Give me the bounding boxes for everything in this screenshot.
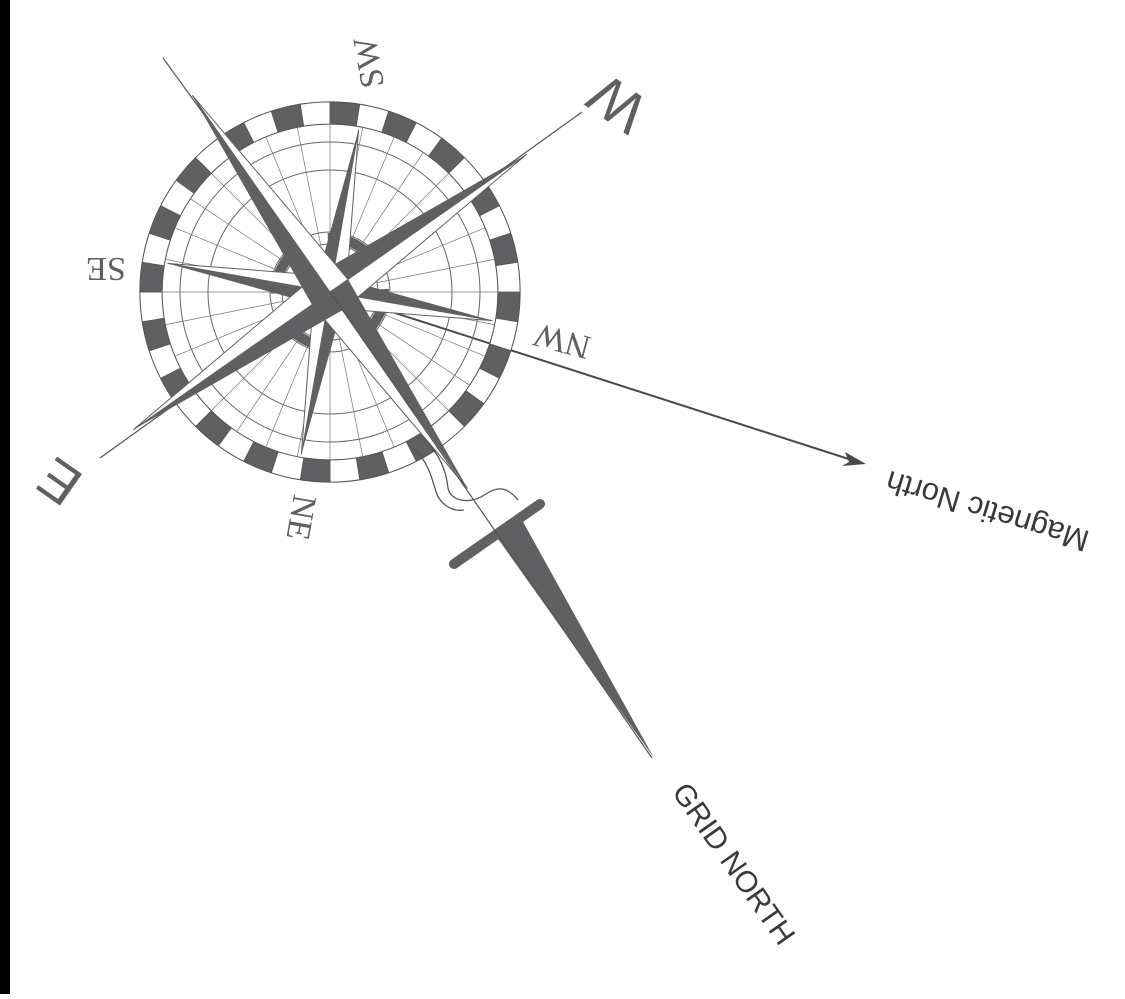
bezel-segment	[300, 458, 330, 482]
label-northeast-group: NE	[279, 492, 323, 543]
magnetic-north-line	[330, 292, 858, 462]
bezel-segment	[330, 102, 360, 126]
label-northwest-group: NW	[529, 315, 594, 366]
bezel-segment	[140, 262, 164, 292]
label-magnetic-north-group: Magnetic North	[882, 464, 1093, 559]
label-southwest-group: SW	[347, 33, 392, 91]
label-west-group: W	[576, 61, 658, 146]
needle-blade	[496, 520, 654, 758]
label-grid-north-group: GRID NORTH	[665, 777, 801, 951]
label-southeast: SE	[86, 250, 126, 287]
bezel-segment	[300, 102, 330, 126]
bezel-segment	[496, 262, 520, 292]
label-grid-north: GRID NORTH	[665, 777, 801, 951]
label-east-group: E	[26, 445, 93, 518]
label-northwest: NW	[529, 315, 594, 366]
label-southeast-group: SE	[86, 250, 126, 287]
label-west: W	[576, 61, 658, 146]
label-east: E	[26, 445, 93, 518]
label-magnetic-north: Magnetic North	[882, 464, 1093, 559]
label-southwest: SW	[347, 33, 392, 91]
bezel-segment	[140, 292, 164, 322]
left-frame-border	[0, 0, 10, 994]
label-northeast: NE	[279, 492, 323, 543]
bezel-segment	[496, 292, 520, 322]
bezel-segment	[330, 458, 360, 482]
